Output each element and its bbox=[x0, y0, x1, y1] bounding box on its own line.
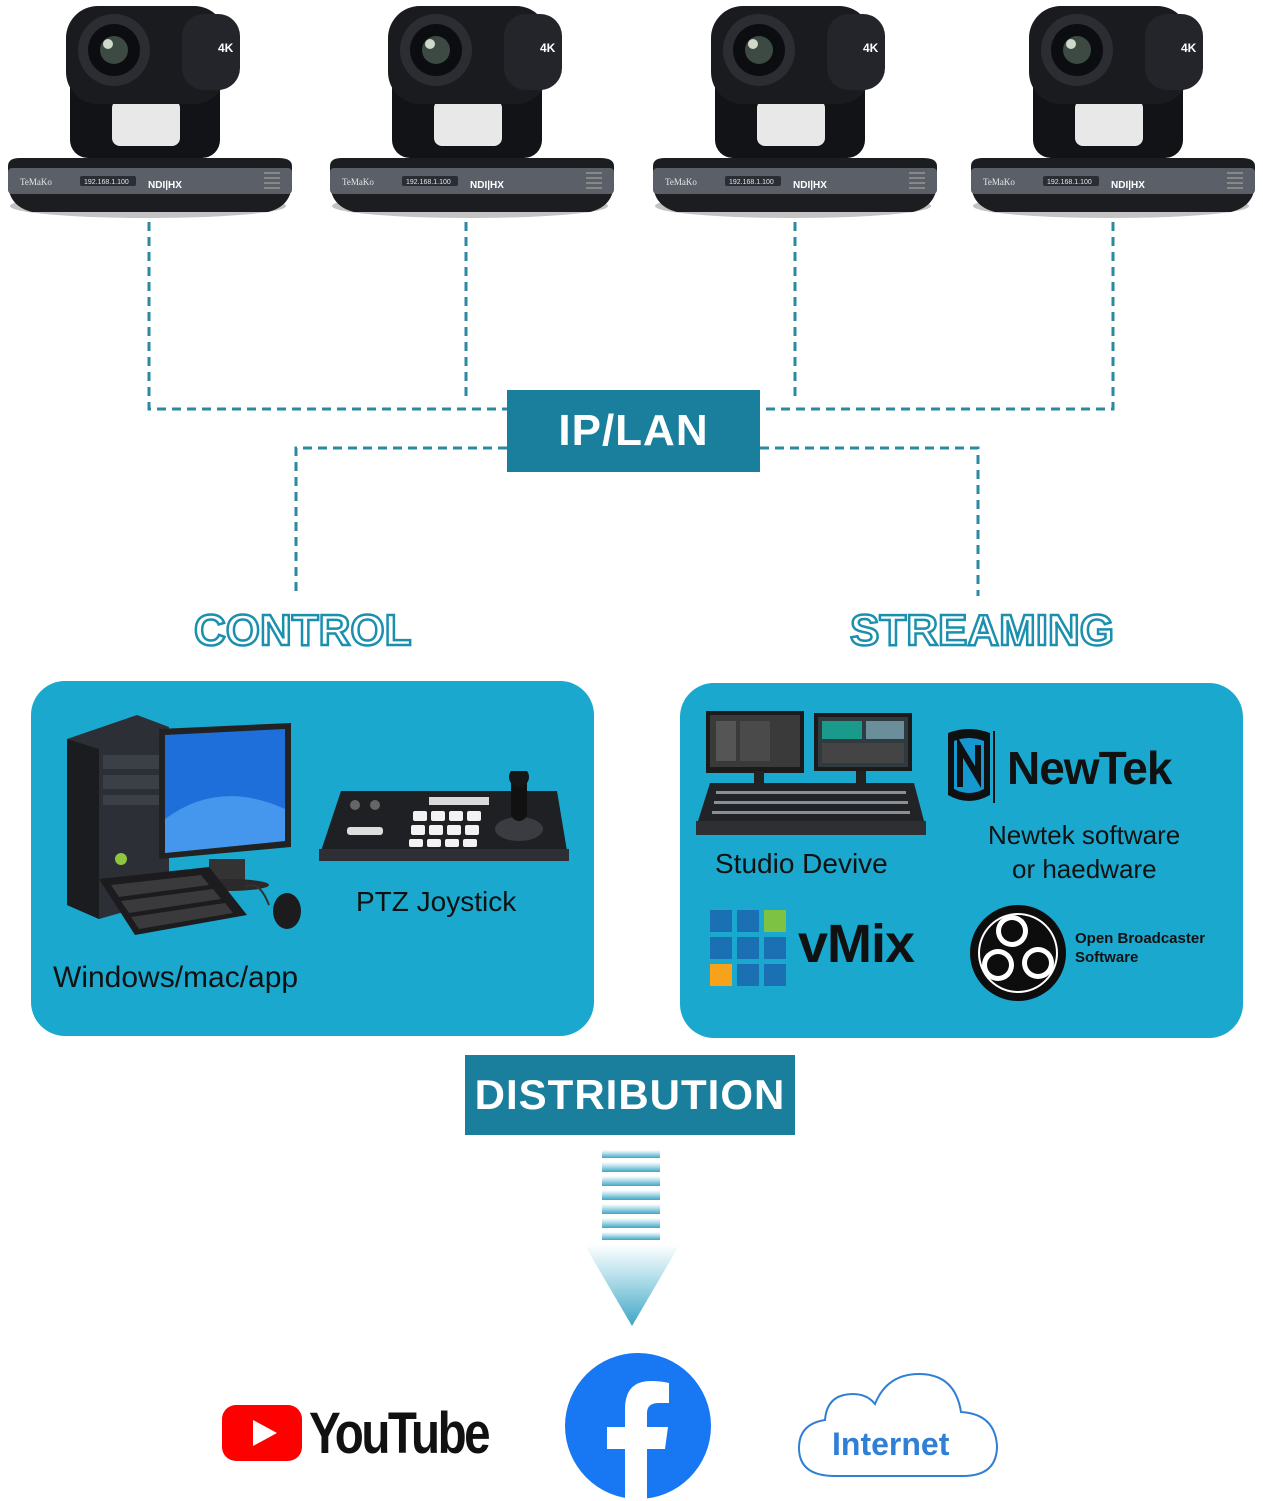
camera-4k-badge: 4K bbox=[1181, 41, 1197, 55]
desktop-pc-icon bbox=[67, 715, 301, 935]
ptz-camera: TeMaKo 192.168.1.100 NDI|HX 4K bbox=[645, 0, 945, 225]
camera-ndi: NDI|HX bbox=[1111, 180, 1145, 191]
ptz-camera-icon: TeMaKo 192.168.1.100 NDI|HX 4K bbox=[8, 6, 292, 218]
vmix-wordmark: vMix bbox=[798, 914, 915, 974]
studio-device-icon bbox=[696, 711, 926, 835]
joystick-label: PTZ Joystick bbox=[356, 886, 517, 917]
internet-cloud-icon bbox=[797, 1372, 999, 1477]
camera-ip: 192.168.1.100 bbox=[406, 179, 451, 186]
streaming-panel: Studio Devive NewTek Newtek software or … bbox=[680, 683, 1243, 1038]
camera-ip: 192.168.1.100 bbox=[1047, 179, 1092, 186]
newtek-wordmark: NewTek bbox=[1007, 742, 1172, 794]
camera-ip: 192.168.1.100 bbox=[84, 179, 129, 186]
facebook-icon bbox=[565, 1353, 711, 1501]
camera-ndi: NDI|HX bbox=[148, 180, 182, 191]
ptz-camera: TeMaKo 192.168.1.100 NDI|HX 4K bbox=[963, 0, 1263, 225]
pc-label: Windows/mac/app bbox=[53, 961, 299, 994]
camera-4k-badge: 4K bbox=[218, 41, 234, 55]
camera-ip: 192.168.1.100 bbox=[729, 179, 774, 186]
camera-brand: TeMaKo bbox=[983, 177, 1015, 187]
newtek-divider bbox=[993, 731, 995, 803]
ip-lan-text: IP/LAN bbox=[558, 406, 709, 455]
obs-label-line1: Open Broadcaster bbox=[1075, 930, 1206, 947]
ptz-camera-icon: TeMaKo 192.168.1.100 NDI|HX 4K bbox=[330, 6, 614, 218]
internet-label: Internet bbox=[832, 1426, 950, 1462]
newtek-logo-icon bbox=[948, 729, 990, 801]
streaming-title: STREAMING bbox=[849, 605, 1116, 657]
newtek-label-line1: Newtek software bbox=[988, 820, 1181, 850]
ip-lan-label: IP/LAN bbox=[507, 390, 760, 472]
ptz-camera-icon: TeMaKo 192.168.1.100 NDI|HX 4K bbox=[653, 6, 937, 218]
vmix-logo-icon bbox=[710, 910, 786, 986]
ptz-camera: TeMaKo 192.168.1.100 NDI|HX 4K bbox=[0, 0, 300, 225]
camera-4k-badge: 4K bbox=[540, 41, 556, 55]
control-panel: Windows/mac/app PTZ Joystick bbox=[31, 681, 594, 1036]
down-arrow-icon bbox=[584, 1150, 680, 1326]
newtek-label-line2: or haedware bbox=[1012, 854, 1157, 884]
camera-brand: TeMaKo bbox=[20, 177, 52, 187]
distribution-text: DISTRIBUTION bbox=[474, 1071, 786, 1118]
youtube-icon bbox=[222, 1405, 302, 1461]
obs-label-line2: Software bbox=[1075, 949, 1139, 966]
camera-brand: TeMaKo bbox=[342, 177, 374, 187]
ptz-joystick-icon bbox=[319, 771, 569, 861]
ptz-camera: TeMaKo 192.168.1.100 NDI|HX 4K bbox=[322, 0, 622, 225]
obs-logo-icon bbox=[970, 905, 1066, 1001]
studio-label: Studio Devive bbox=[715, 848, 888, 879]
youtube-wordmark: YouTube bbox=[309, 1401, 491, 1466]
camera-ndi: NDI|HX bbox=[470, 180, 504, 191]
ptz-camera-icon: TeMaKo 192.168.1.100 NDI|HX 4K bbox=[971, 6, 1255, 218]
control-title: CONTROL bbox=[193, 605, 413, 657]
camera-brand: TeMaKo bbox=[665, 177, 697, 187]
camera-4k-badge: 4K bbox=[863, 41, 879, 55]
distribution-label: DISTRIBUTION bbox=[465, 1055, 795, 1135]
camera-ndi: NDI|HX bbox=[793, 180, 827, 191]
